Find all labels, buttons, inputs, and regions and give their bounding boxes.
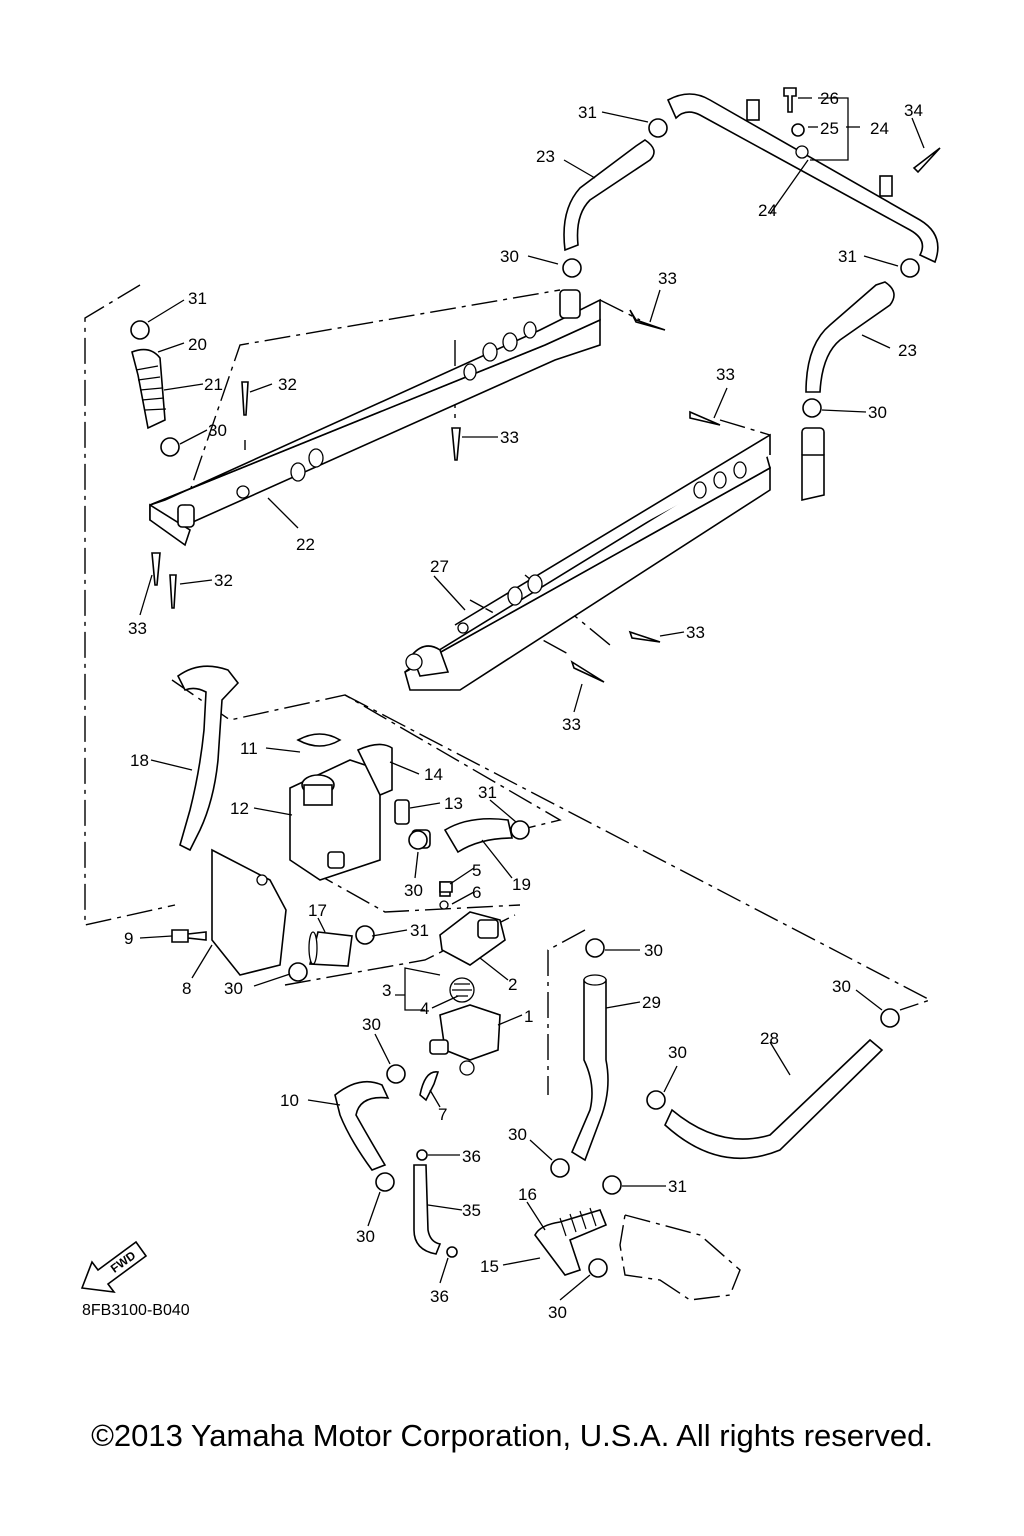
callout-29: 29 (642, 993, 661, 1012)
callout-30: 30 (548, 1303, 567, 1322)
copyright-notice: ©2013 Yamaha Motor Corporation, U.S.A. A… (91, 1418, 933, 1453)
mounting-bracket-8 (211, 848, 287, 976)
callout-26: 26 (820, 89, 839, 108)
callout-8: 8 (182, 979, 191, 998)
callout-2: 2 (508, 975, 517, 994)
callout-31: 31 (410, 921, 429, 940)
callout-30: 30 (832, 977, 851, 996)
crossover-pipe-24 (666, 93, 939, 264)
clamps-and-fasteners (130, 87, 941, 1278)
callout-22: 22 (296, 535, 315, 554)
callout-31: 31 (478, 783, 497, 802)
callout-15: 15 (480, 1257, 499, 1276)
callout-17: 17 (308, 901, 327, 920)
callout-33: 33 (500, 428, 519, 447)
callout-25: 25 (820, 119, 839, 138)
callout-33: 33 (562, 715, 581, 734)
manifold-rail-27 (404, 427, 825, 691)
callout-16: 16 (518, 1185, 537, 1204)
callout-3: 3 (382, 981, 391, 1000)
callout-18: 18 (130, 751, 149, 770)
callout-30: 30 (868, 403, 887, 422)
callout-27: 27 (430, 557, 449, 576)
leader-lines (139, 97, 925, 1301)
reservoir-tank (289, 733, 431, 881)
callout-28: 28 (760, 1029, 779, 1048)
callout-30: 30 (508, 1125, 527, 1144)
callout-31: 31 (838, 247, 857, 266)
callout-19: 19 (512, 875, 531, 894)
callout-14: 14 (424, 765, 443, 784)
callout-31: 31 (668, 1177, 687, 1196)
fwd-arrow-icon: FWD (80, 1240, 148, 1294)
callout-13: 13 (444, 794, 463, 813)
callout-33: 33 (716, 365, 735, 384)
callout-23: 23 (898, 341, 917, 360)
callout-21: 21 (204, 375, 223, 394)
callout-33: 33 (658, 269, 677, 288)
callout-30: 30 (356, 1227, 375, 1246)
callout-7: 7 (438, 1105, 447, 1124)
callout-30: 30 (208, 421, 227, 440)
callout-35: 35 (462, 1201, 481, 1220)
thermostat-assembly (429, 881, 506, 1076)
manifold-rail-22 (149, 289, 601, 547)
callout-30: 30 (668, 1043, 687, 1062)
callout-4: 4 (420, 999, 429, 1018)
callout-24: 24 (758, 201, 777, 220)
callout-33: 33 (128, 619, 147, 638)
callout-24-group: 24 (870, 119, 889, 138)
callout-numbers: 31 23 26 25 24 34 24 30 31 33 31 20 23 3… (124, 89, 923, 1322)
callout-20: 20 (188, 335, 207, 354)
callout-9: 9 (124, 929, 133, 948)
hoses (131, 139, 895, 1276)
callout-32: 32 (278, 375, 297, 394)
callout-36: 36 (462, 1147, 481, 1166)
callout-1: 1 (524, 1007, 533, 1026)
callout-31: 31 (578, 103, 597, 122)
callout-12: 12 (230, 799, 249, 818)
callout-30: 30 (224, 979, 243, 998)
callout-30: 30 (644, 941, 663, 960)
drawing-code: 8FB3100-B040 (82, 1302, 190, 1319)
callout-10: 10 (280, 1091, 299, 1110)
callout-30: 30 (500, 247, 519, 266)
callout-23: 23 (536, 147, 555, 166)
callout-30: 30 (404, 881, 423, 900)
callout-5: 5 (472, 861, 481, 880)
callout-32: 32 (214, 571, 233, 590)
callout-30: 30 (362, 1015, 381, 1034)
callout-11: 11 (240, 739, 258, 758)
pump-outline (619, 1214, 741, 1301)
callout-34: 34 (904, 101, 923, 120)
callout-36: 36 (430, 1287, 449, 1306)
callout-33: 33 (686, 623, 705, 642)
callout-31: 31 (188, 289, 207, 308)
callout-6: 6 (472, 883, 481, 902)
